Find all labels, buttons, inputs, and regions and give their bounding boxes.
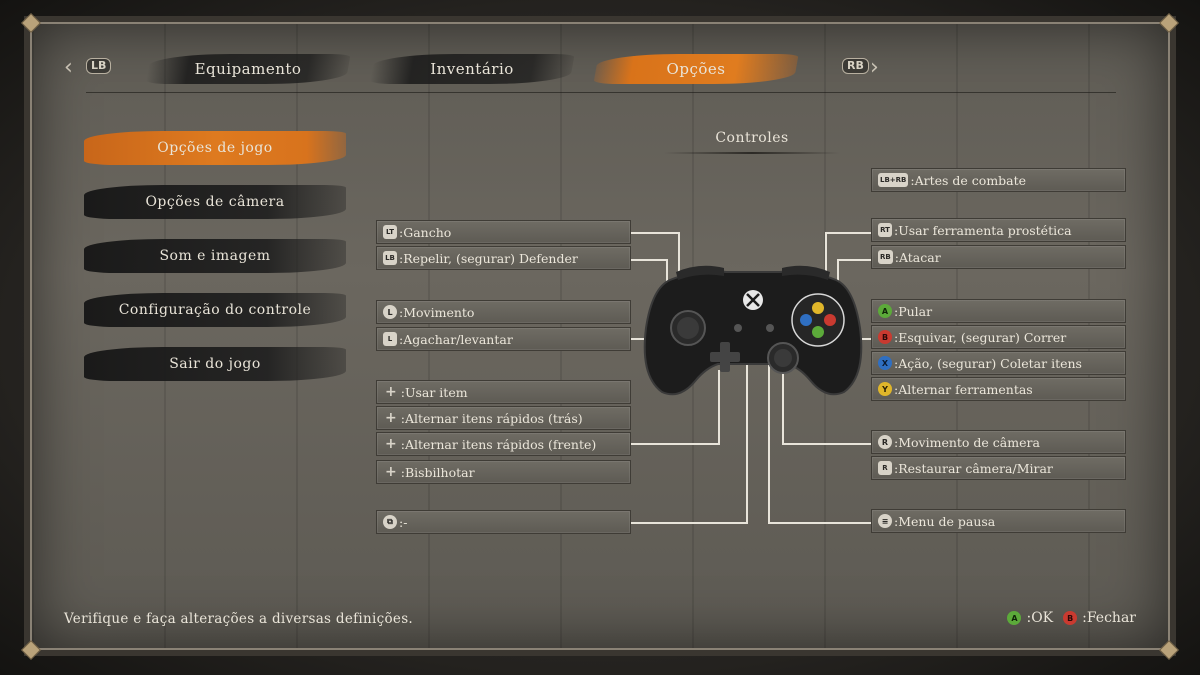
y-button-icon: Y <box>878 382 892 396</box>
lt-button-icon: LT <box>383 225 397 239</box>
bind-usar-item[interactable]: +:Usar item <box>376 380 631 404</box>
connector-line <box>837 259 871 261</box>
xbox-controller-icon <box>643 265 863 396</box>
bind-restaurar-camera[interactable]: R:Restaurar câmera/Mirar <box>871 456 1126 480</box>
bind-agachar[interactable]: L:Agachar/levantar <box>376 327 631 351</box>
chevron-right-icon[interactable]: › <box>870 55 879 80</box>
connector-line <box>631 232 679 234</box>
lb-bumper-badge[interactable]: LB <box>86 58 112 74</box>
bind-gancho[interactable]: LT:Gancho <box>376 220 631 244</box>
bind-itens-tras[interactable]: +:Alternar itens rápidos (trás) <box>376 406 631 430</box>
connector-line <box>782 370 784 445</box>
connector-line <box>825 232 827 272</box>
bind-acao[interactable]: X:Ação, (segurar) Coletar itens <box>871 351 1126 375</box>
bind-esquivar[interactable]: B:Esquivar, (segurar) Correr <box>871 325 1126 349</box>
right-stick-icon: R <box>878 435 892 449</box>
connector-line <box>768 330 770 524</box>
connector-line <box>678 232 680 272</box>
top-tab-bar: ‹ LB Equipamento Inventário Opções RB › <box>60 50 890 90</box>
footer-hint: Verifique e faça alterações a diversas d… <box>64 611 414 627</box>
connector-line <box>746 330 748 524</box>
connector-line <box>769 522 871 524</box>
controls-title: Controles <box>715 130 789 146</box>
bind-view[interactable]: ⧉:- <box>376 510 631 534</box>
menu-item-configuracao-do-controle[interactable]: Configuração do controle <box>84 291 346 329</box>
title-underline <box>664 152 840 154</box>
connector-line <box>783 443 871 445</box>
menu-item-opcoes-de-jogo[interactable]: Opções de jogo <box>84 129 346 167</box>
bind-artes-de-combate[interactable]: LB+RB:Artes de combate <box>871 168 1126 192</box>
menu-item-som-e-imagem[interactable]: Som e imagem <box>84 237 346 275</box>
a-button-icon: A <box>878 304 892 318</box>
b-button-icon: B <box>878 330 892 344</box>
connector-line <box>631 522 747 524</box>
menu-item-sair-do-jogo[interactable]: Sair do jogo <box>84 345 346 383</box>
menu-button-icon: ≡ <box>878 514 892 528</box>
bind-menu-de-pausa[interactable]: ≡:Menu de pausa <box>871 509 1126 533</box>
dpad-icon: + <box>385 410 397 426</box>
footer-actions: A :OK B :Fechar <box>1007 610 1136 626</box>
bind-pular[interactable]: A:Pular <box>871 299 1126 323</box>
rb-button-icon: RB <box>878 250 893 264</box>
connector-line <box>718 370 720 445</box>
tab-opcoes[interactable]: Opções <box>593 50 799 88</box>
menu-item-opcoes-de-camera[interactable]: Opções de câmera <box>84 183 346 221</box>
ok-action[interactable]: :OK <box>1026 610 1054 626</box>
connector-line <box>631 259 667 261</box>
right-stick-click-icon: R <box>878 461 892 475</box>
bind-movimento[interactable]: L:Movimento <box>376 300 631 324</box>
lb-rb-combo-icon: LB+RB <box>878 173 909 187</box>
chevron-left-icon[interactable]: ‹ <box>64 55 73 80</box>
rt-button-icon: RT <box>878 223 892 237</box>
tab-inventario[interactable]: Inventário <box>369 50 575 88</box>
bind-alternar-ferramentas[interactable]: Y:Alternar ferramentas <box>871 377 1126 401</box>
bind-defender[interactable]: LB:Repelir, (segurar) Defender <box>376 246 631 270</box>
bind-movimento-camera[interactable]: R:Movimento de câmera <box>871 430 1126 454</box>
left-stick-click-icon: L <box>383 332 397 346</box>
connector-line <box>825 232 871 234</box>
a-button-icon: A <box>1007 611 1022 625</box>
dpad-icon: + <box>385 436 397 452</box>
bind-atacar[interactable]: RB:Atacar <box>871 245 1126 269</box>
view-button-icon: ⧉ <box>383 515 397 529</box>
left-stick-icon: L <box>383 305 397 319</box>
bind-itens-frente[interactable]: +:Alternar itens rápidos (frente) <box>376 432 631 456</box>
connector-line <box>631 443 719 445</box>
b-button-icon: B <box>1063 611 1078 625</box>
x-button-icon: X <box>878 356 892 370</box>
bind-ferramenta-prostetica[interactable]: RT:Usar ferramenta prostética <box>871 218 1126 242</box>
tab-divider <box>86 92 1116 93</box>
bind-bisbilhotar[interactable]: +:Bisbilhotar <box>376 460 631 484</box>
dpad-icon: + <box>385 464 397 480</box>
connector-line <box>837 259 839 283</box>
tab-equipamento[interactable]: Equipamento <box>145 50 351 88</box>
connector-line <box>666 259 668 283</box>
dpad-icon: + <box>385 384 397 400</box>
lb-button-icon: LB <box>383 251 397 265</box>
close-action[interactable]: :Fechar <box>1082 610 1136 626</box>
rb-bumper-badge[interactable]: RB <box>842 58 869 74</box>
